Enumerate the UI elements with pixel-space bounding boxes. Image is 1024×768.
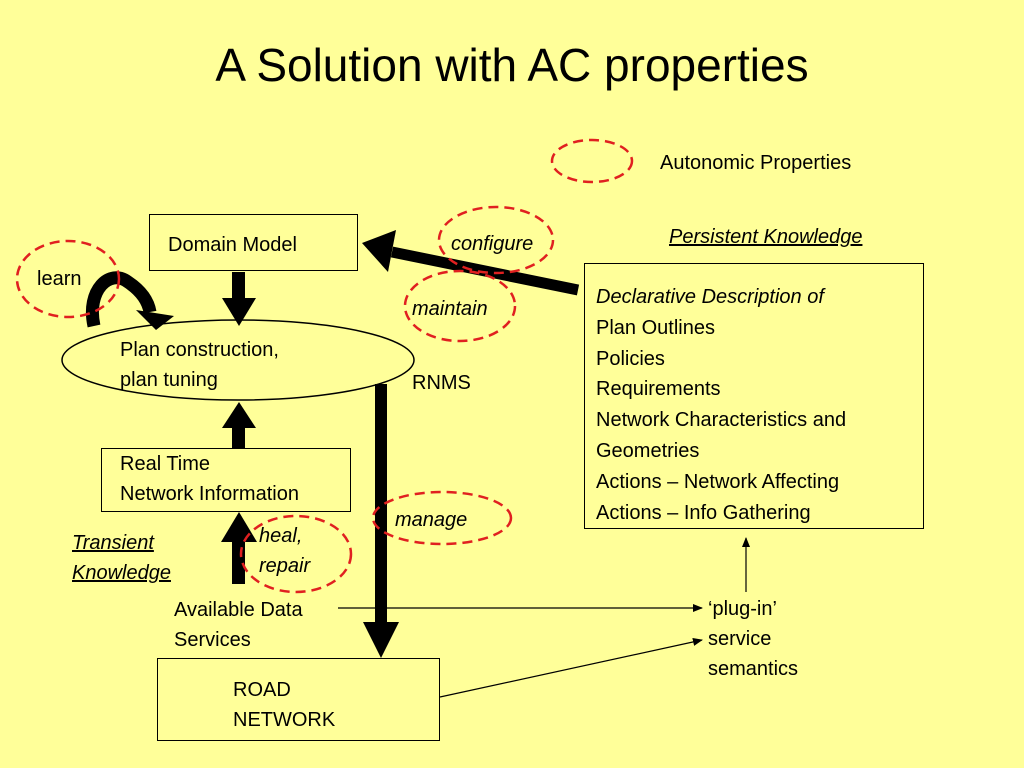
real-time-line2: Network Information bbox=[120, 483, 299, 505]
arrow-rnms-to-road bbox=[363, 384, 399, 658]
legend-label: Autonomic Properties bbox=[660, 152, 852, 174]
declarative-item: Plan Outlines bbox=[596, 316, 715, 339]
arrow-realtime-to-plan bbox=[222, 402, 256, 448]
plugin-line3: semantics bbox=[708, 658, 799, 680]
legend-ring bbox=[550, 138, 634, 184]
slide-title: A Solution with AC properties bbox=[215, 39, 809, 91]
configure-label: configure bbox=[451, 233, 534, 255]
declarative-item: Actions – Info Gathering bbox=[596, 501, 811, 524]
available-data-line1: Available Data bbox=[174, 599, 303, 621]
declarative-item: Geometries bbox=[596, 439, 700, 462]
rnms-label: RNMS bbox=[412, 372, 471, 394]
declarative-item: Requirements bbox=[596, 378, 721, 401]
transient-knowledge-line1: Transient bbox=[72, 532, 154, 554]
available-data-line2: Services bbox=[174, 629, 251, 651]
persistent-knowledge-label: Persistent Knowledge bbox=[669, 226, 863, 248]
plan-label-line2: plan tuning bbox=[120, 369, 218, 391]
domain-model-box: Domain Model bbox=[149, 214, 358, 271]
domain-model-label: Domain Model bbox=[168, 234, 297, 256]
heal-label-line2: repair bbox=[259, 555, 311, 577]
configure-ring bbox=[437, 205, 555, 275]
transient-knowledge-line2: Knowledge bbox=[72, 562, 171, 584]
learn-label: learn bbox=[37, 268, 82, 290]
maintain-label: maintain bbox=[412, 298, 488, 320]
arrow-data-to-realtime bbox=[221, 512, 257, 584]
real-time-box: Real Time Network Information bbox=[101, 448, 351, 512]
road-network-line1: ROAD bbox=[233, 679, 291, 701]
declarative-box: Declarative Description of Plan Outlines… bbox=[584, 263, 924, 529]
arrow-declarative-to-domain bbox=[362, 230, 580, 296]
heal-ring bbox=[239, 514, 353, 594]
maintain-ring bbox=[403, 269, 517, 343]
arrow-domain-to-plan bbox=[222, 272, 256, 326]
declarative-item: Actions – Network Affecting bbox=[596, 470, 840, 493]
learn-ring bbox=[15, 239, 121, 319]
arrow-road-to-plugin bbox=[439, 638, 703, 698]
road-network-line2: NETWORK bbox=[233, 709, 336, 731]
manage-label: manage bbox=[395, 509, 468, 531]
manage-ring bbox=[371, 490, 513, 546]
heal-label-line1: heal, bbox=[259, 525, 303, 547]
declarative-heading: Declarative Description of bbox=[596, 286, 824, 308]
real-time-line1: Real Time bbox=[120, 453, 211, 475]
learn-loop-arrow bbox=[86, 271, 174, 330]
declarative-item: Policies bbox=[596, 347, 665, 370]
road-network-box: ROAD NETWORK bbox=[157, 658, 440, 741]
plugin-line1: ‘plug-in’ bbox=[708, 598, 777, 620]
declarative-item: Network Characteristics and bbox=[596, 409, 847, 432]
plan-label-line1: Plan construction, bbox=[120, 339, 279, 361]
plugin-line2: service bbox=[708, 628, 772, 650]
